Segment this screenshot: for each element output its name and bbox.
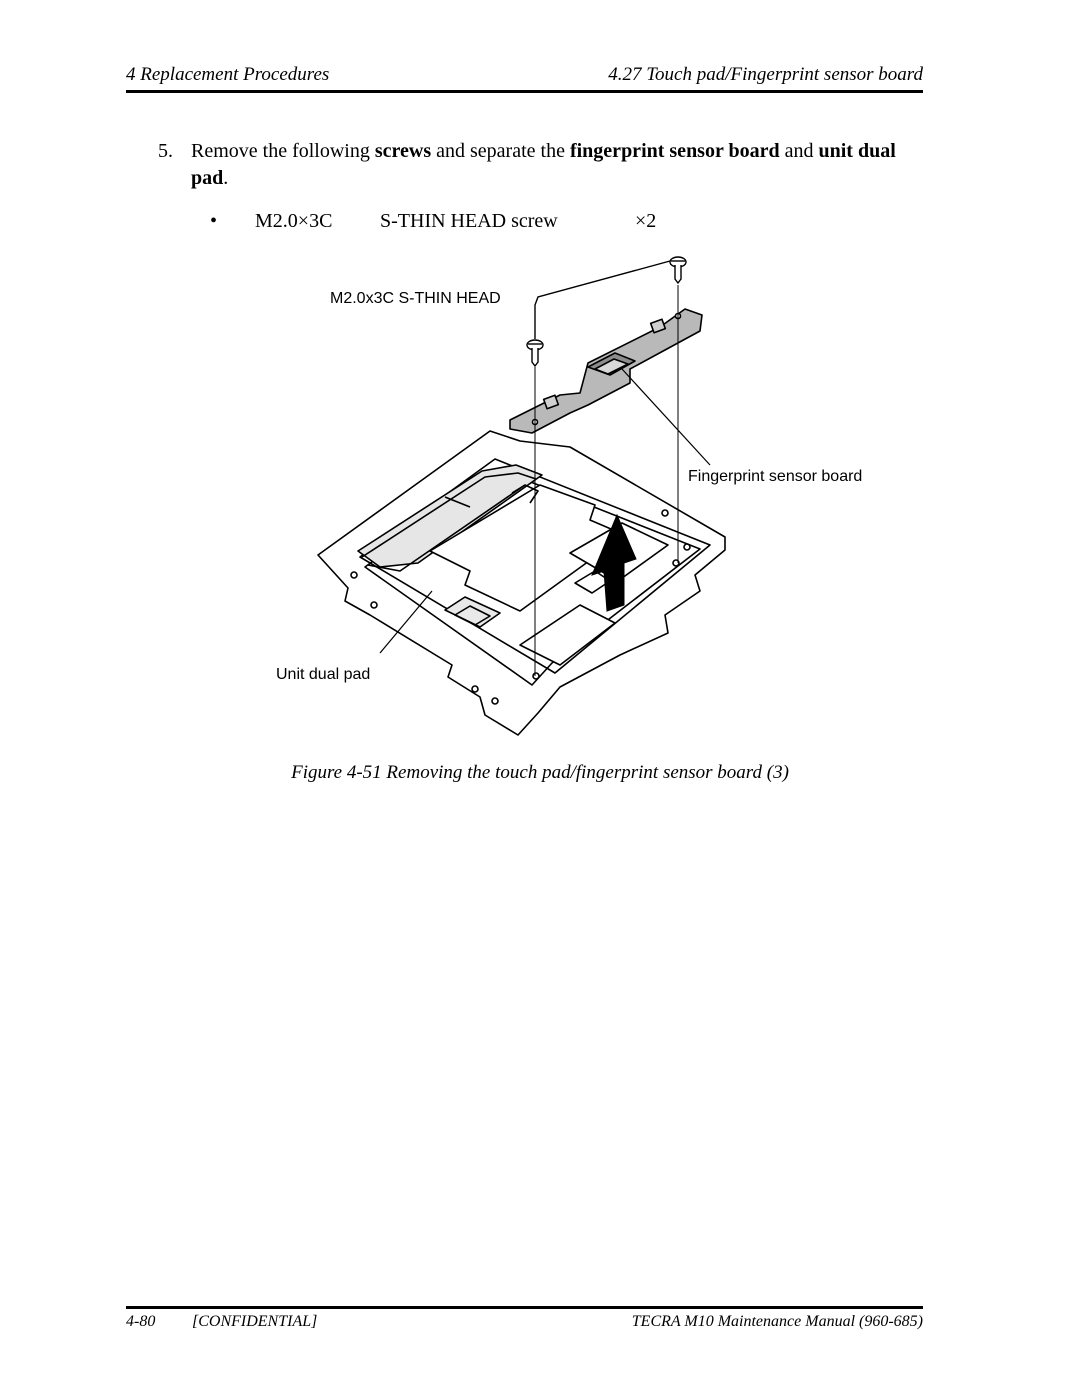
screw-quantity: ×2 [635,210,657,232]
screw-type: S-THIN HEAD screw [380,210,558,232]
screw-size: M2.0×3C [255,210,333,232]
footer-rule [126,1306,923,1309]
callout-line-pad [379,590,433,654]
bullet-dot: • [210,210,218,232]
step-bold-pad: unit dual pad [191,140,896,189]
callout-line-board [621,368,711,466]
confidential-mark: [CONFIDENTIAL] [192,1313,318,1330]
label-fingerprint-board: Fingerprint sensor board [688,468,862,485]
step-text-part: and separate the [431,140,570,162]
step-text-part: and [779,140,819,162]
label-screw: M2.0x3C S-THIN HEAD [330,290,501,307]
callout-line-screw [534,260,671,339]
page-footer: 4-80 [CONFIDENTIAL] TECRA M10 Maintenanc… [126,1313,923,1335]
step-text-part: Remove the following [191,140,375,162]
step-text: Remove the following screws and separate… [191,138,928,192]
step-bold-board: fingerprint sensor board [569,140,780,162]
page-number: 4-80 [126,1313,156,1330]
manual-title: TECRA M10 Maintenance Manual (960-685) [631,1313,923,1330]
step-number: 5. [158,140,173,162]
label-unit-dual-pad: Unit dual pad [276,666,370,683]
fingerprint-sensor-board [509,308,703,434]
screw-icon [669,256,687,285]
step-text-part: . [223,167,229,189]
instruction-step: 5. Remove the following screws and separ… [158,138,928,192]
screw-icon [526,339,544,368]
step-bold-screws: screws [374,140,432,162]
header-rule [126,90,923,93]
unit-dual-pad [317,430,726,736]
exploded-diagram: M2.0x3C S-THIN HEAD Fingerprint sensor b… [276,256,862,736]
page-header: 4 Replacement Procedures 4.27 Touch pad/… [126,64,923,88]
header-section: 4.27 Touch pad/Fingerprint sensor board [608,64,923,85]
header-chapter: 4 Replacement Procedures [126,64,330,85]
lift-arrow-icon [591,513,637,612]
figure-caption: Figure 4-51 Removing the touch pad/finge… [291,762,789,783]
